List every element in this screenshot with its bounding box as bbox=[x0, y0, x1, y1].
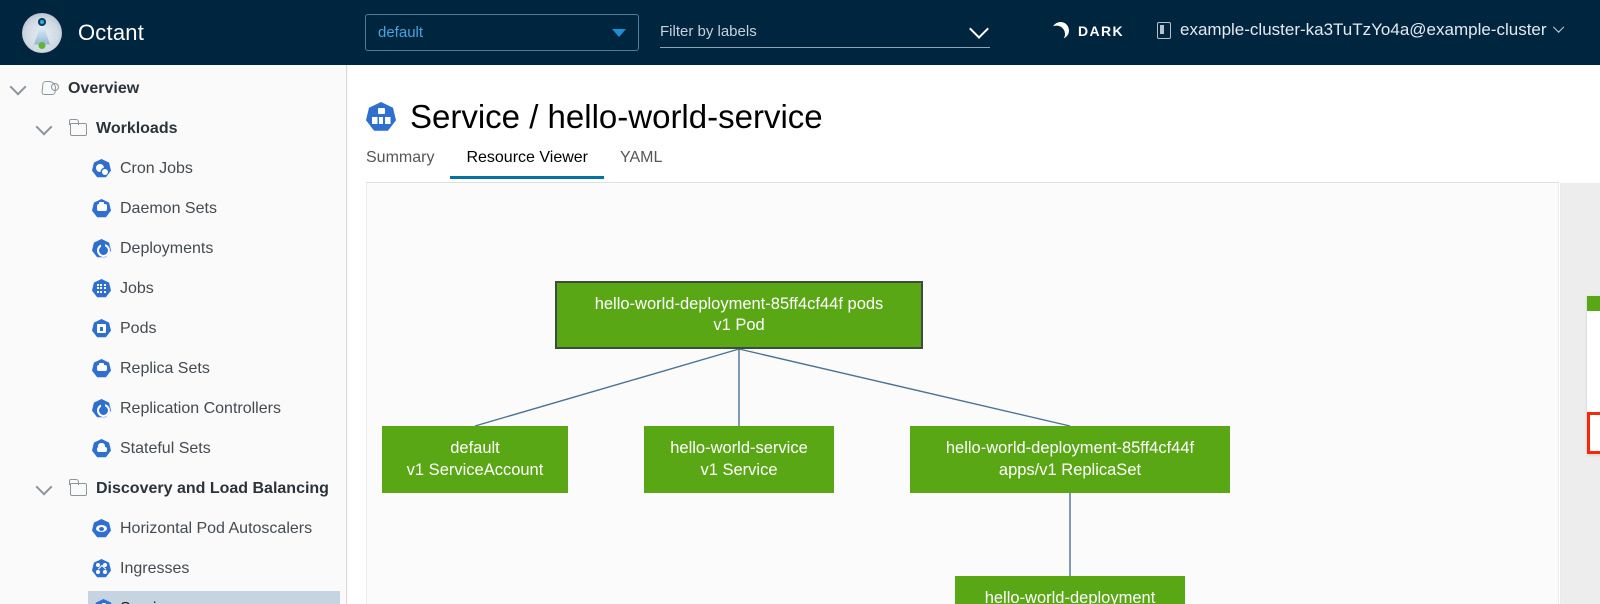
tab-bar: Summary Resource Viewer YAML bbox=[366, 149, 1559, 183]
graph-node-kind: v1 ServiceAccount bbox=[406, 460, 544, 479]
tab-yaml[interactable]: YAML bbox=[620, 149, 663, 166]
sidebar-item-cron-jobs[interactable]: Cron Jobs bbox=[0, 151, 346, 186]
chevron-down-icon[interactable] bbox=[35, 478, 53, 496]
namespace-select-value: default bbox=[378, 24, 424, 41]
replica-sets-icon bbox=[92, 359, 111, 378]
sidebar-item-label: Daemon Sets bbox=[120, 199, 217, 217]
jobs-icon bbox=[92, 279, 111, 298]
chevron-down-icon[interactable] bbox=[35, 118, 53, 136]
sidebar-item-label: Stateful Sets bbox=[120, 439, 211, 457]
chevron-down-icon[interactable] bbox=[9, 78, 27, 96]
label-filter-input[interactable]: Filter by labels bbox=[660, 16, 990, 48]
cluster-context-label: example-cluster-ka3TuTzYo4a@example-clus… bbox=[1180, 20, 1547, 39]
replication-controllers-icon bbox=[92, 399, 111, 418]
graph-edge bbox=[474, 348, 740, 427]
cluster-context-select[interactable]: example-cluster-ka3TuTzYo4a@example-clus… bbox=[1157, 20, 1564, 40]
sidebar-item-label: Replication Controllers bbox=[120, 399, 281, 417]
detail-side-panel: hello-world-deployment-85ff4cf44f pods bbox=[1560, 183, 1600, 604]
graph-edges bbox=[474, 348, 1071, 576]
label-filter-placeholder: Filter by labels bbox=[660, 23, 757, 40]
moon-icon bbox=[1050, 20, 1072, 42]
folder-icon bbox=[69, 119, 87, 136]
sidebar-item-horizontal-pod-autoscalers[interactable]: Horizontal Pod Autoscalers bbox=[0, 511, 346, 546]
graph-node-name: default bbox=[450, 439, 500, 458]
graph-node-service[interactable]: hello-world-service v1 Service bbox=[644, 426, 834, 493]
sidebar-item-replication-controllers[interactable]: Replication Controllers bbox=[0, 391, 346, 426]
graph-edge bbox=[738, 348, 1071, 427]
resource-graph: hello-world-deployment-85ff4cf44f pods v1… bbox=[367, 183, 1558, 604]
page-title-text: Service / hello-world-service bbox=[410, 98, 823, 135]
cron-jobs-icon bbox=[92, 159, 111, 178]
overview-icon bbox=[42, 80, 60, 95]
sidebar-item-label: Deployments bbox=[120, 239, 214, 257]
card-status-dots[interactable] bbox=[1587, 412, 1600, 455]
dark-mode-label: DARK bbox=[1078, 22, 1125, 39]
folder-icon bbox=[69, 479, 87, 496]
top-header-bar: Octant default Filter by labels DARK exa… bbox=[0, 0, 1600, 65]
chevron-down-icon bbox=[612, 28, 626, 37]
stateful-sets-icon bbox=[92, 439, 111, 458]
brand-name: Octant bbox=[78, 19, 145, 45]
namespace-select[interactable]: default bbox=[365, 14, 639, 51]
tab-summary[interactable]: Summary bbox=[366, 149, 435, 166]
sidebar-item-stateful-sets[interactable]: Stateful Sets bbox=[0, 431, 346, 466]
resource-viewer-canvas[interactable]: hello-world-deployment-85ff4cf44f pods v1… bbox=[366, 183, 1559, 604]
sidebar-item-label: Workloads bbox=[96, 119, 178, 137]
dark-mode-toggle[interactable]: DARK bbox=[1052, 22, 1124, 39]
octant-logo-icon bbox=[22, 12, 62, 53]
sidebar-item-jobs[interactable]: Jobs bbox=[0, 271, 346, 306]
sidebar-item-workloads[interactable]: Workloads bbox=[0, 111, 346, 146]
brand: Octant bbox=[22, 12, 145, 53]
graph-node-name: hello-world-deployment-85ff4cf44f pods bbox=[594, 294, 884, 313]
sidebar-item-label: Discovery and Load Balancing bbox=[96, 479, 329, 497]
graph-node-pod[interactable]: hello-world-deployment-85ff4cf44f pods v1… bbox=[555, 281, 923, 349]
graph-node-deployment[interactable]: hello-world-deploymentapps/v1 Deployment bbox=[955, 576, 1185, 604]
graph-node-kind: v1 Service bbox=[700, 460, 778, 479]
deployments-icon bbox=[92, 239, 111, 258]
daemon-sets-icon bbox=[92, 199, 111, 218]
chevron-down-icon[interactable] bbox=[969, 19, 989, 39]
sidebar-item-label: Pods bbox=[120, 319, 157, 337]
sidebar-item-overview[interactable]: Overview bbox=[0, 71, 346, 106]
main-content: Service / hello-world-service Summary Res… bbox=[348, 65, 1600, 604]
sidebar-item-services[interactable]: Services bbox=[88, 591, 340, 604]
graph-node-replicaset[interactable]: hello-world-deployment-85ff4cf44f apps/v1… bbox=[910, 426, 1230, 493]
sidebar-item-label: Cron Jobs bbox=[120, 159, 193, 177]
services-icon bbox=[94, 599, 113, 604]
graph-node-name: hello-world-deployment bbox=[984, 589, 1156, 604]
graph-node-kind: v1 Pod bbox=[713, 316, 765, 334]
ingresses-icon bbox=[92, 559, 111, 578]
graph-node-name: hello-world-deployment-85ff4cf44f bbox=[945, 439, 1195, 458]
tab-resource-viewer[interactable]: Resource Viewer bbox=[450, 149, 604, 179]
sidebar-item-discovery-and-load-balancing[interactable]: Discovery and Load Balancing bbox=[0, 471, 346, 506]
graph-node-name: hello-world-service bbox=[670, 439, 808, 458]
selected-resource-card[interactable]: hello-world-deployment-85ff4cf44f pods bbox=[1587, 296, 1600, 455]
sidebar-item-label: Horizontal Pod Autoscalers bbox=[120, 519, 313, 537]
sidebar-item-label: Ingresses bbox=[120, 559, 190, 577]
chevron-down-icon bbox=[1552, 21, 1564, 33]
page-title: Service / hello-world-service bbox=[366, 98, 823, 136]
sidebar-item-label: Services bbox=[120, 600, 181, 604]
sidebar-item-daemon-sets[interactable]: Daemon Sets bbox=[0, 191, 346, 226]
card-title: hello-world-deployment-85ff4cf44f pods bbox=[1587, 311, 1600, 412]
sidebar-item-replica-sets[interactable]: Replica Sets bbox=[0, 351, 346, 386]
card-status-bar bbox=[1587, 296, 1600, 311]
pods-icon bbox=[92, 319, 111, 338]
graph-node-kind: apps/v1 ReplicaSet bbox=[998, 460, 1142, 479]
sidebar-item-label: Overview bbox=[68, 79, 140, 97]
graph-node-sa[interactable]: default v1 ServiceAccount bbox=[382, 426, 568, 493]
sidebar-item-label: Jobs bbox=[120, 279, 154, 297]
cluster-icon bbox=[1157, 21, 1171, 39]
sidebar-item-deployments[interactable]: Deployments bbox=[0, 231, 346, 266]
sidebar-item-ingresses[interactable]: Ingresses bbox=[0, 551, 346, 586]
sidebar-item-label: Replica Sets bbox=[120, 359, 210, 377]
sidebar-item-pods[interactable]: Pods bbox=[0, 311, 346, 346]
kubernetes-service-icon bbox=[366, 102, 396, 131]
horizontal-pod-autoscalers-icon bbox=[92, 519, 111, 538]
